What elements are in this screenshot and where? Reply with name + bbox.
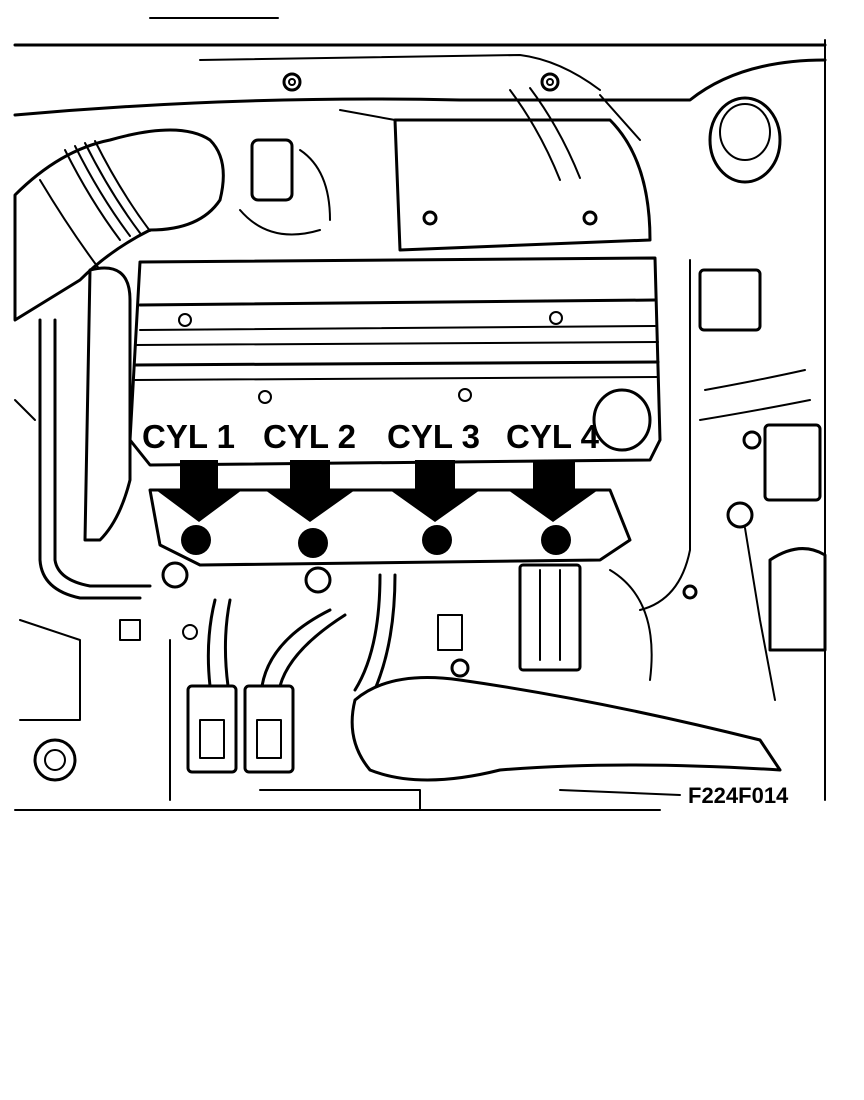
cylinder-labels: CYL 1 CYL 2 CYL 3 CYL 4 bbox=[142, 418, 600, 455]
ignition-cassette bbox=[148, 488, 632, 567]
right-components bbox=[518, 259, 827, 701]
spark-plug-well-cyl-1 bbox=[181, 525, 211, 555]
coolant-hoses bbox=[350, 573, 782, 782]
down-arrow-icon bbox=[156, 460, 242, 522]
oil-filler-cap bbox=[708, 96, 782, 184]
spark-plug-well-cyl-3 bbox=[422, 525, 452, 555]
cylinder-arrows bbox=[156, 460, 598, 522]
label-cyl-4: CYL 4 bbox=[506, 418, 600, 455]
left-pipes bbox=[14, 266, 152, 782]
valve-cover bbox=[128, 256, 662, 467]
label-cyl-2: CYL 2 bbox=[263, 418, 356, 455]
spark-plug-wells bbox=[181, 525, 571, 558]
label-cyl-3: CYL 3 bbox=[387, 418, 480, 455]
throttle-body bbox=[339, 87, 652, 252]
hood-panel bbox=[13, 54, 827, 117]
spark-plug-well-cyl-2 bbox=[298, 528, 328, 558]
figure-code: F224F014 bbox=[688, 783, 789, 808]
label-cyl-1: CYL 1 bbox=[142, 418, 235, 455]
down-arrow-icon bbox=[508, 460, 598, 522]
bottom-details bbox=[14, 789, 681, 811]
down-arrow-icon bbox=[265, 460, 355, 522]
sensor-connector bbox=[239, 138, 331, 236]
down-arrow-icon bbox=[390, 460, 480, 522]
intake-hose bbox=[13, 128, 225, 322]
lower-connectors bbox=[119, 561, 347, 801]
spark-plug-well-cyl-4 bbox=[541, 525, 571, 555]
frame-lines bbox=[13, 17, 827, 801]
